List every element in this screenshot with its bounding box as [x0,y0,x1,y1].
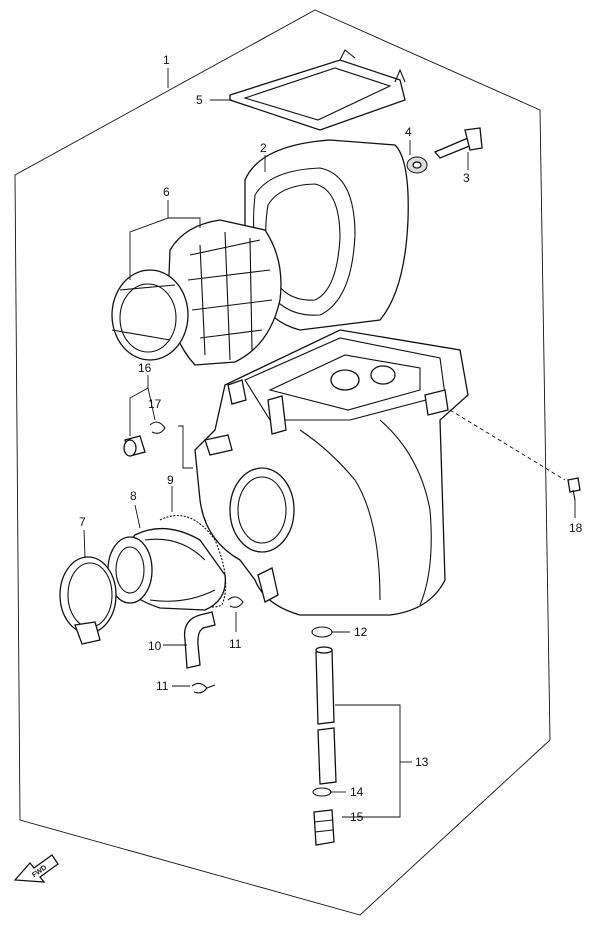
part-16-fitting [123,435,146,457]
label-part-7: 7 [79,515,86,529]
label-part-12: 12 [354,625,368,639]
label-part-16: 16 [138,361,152,375]
part-1-housing [194,329,469,616]
label-part-4: 4 [405,125,412,139]
label-part-15: 15 [350,810,364,824]
part-5-plate [229,49,406,131]
label-part-5: 5 [196,93,203,107]
part-14-clip [312,787,332,797]
leader-lines [83,68,576,818]
label-part-1: 1 [163,53,170,67]
label-part-11a: 11 [229,637,242,651]
part-11b-clip [191,682,216,694]
part-12-clip [311,626,333,638]
part-15-plug [313,809,335,846]
part-18-screw [567,477,581,501]
fwd-arrow-icon: FWD [13,854,59,883]
label-part-8: 8 [130,489,137,503]
part-3-bolt [433,127,483,159]
assembly-boundary [14,9,551,916]
part-7-clamp [59,556,117,645]
label-part-14: 14 [350,785,364,799]
label-part-13: 13 [415,755,429,769]
label-part-9: 9 [167,473,174,487]
part-17-clip [149,421,166,434]
part-6-filter-cage [111,219,282,366]
part-8-intake-boot [107,527,226,611]
part-10-hose [183,611,216,669]
label-part-6: 6 [163,185,170,199]
part-4-nut [406,156,428,174]
part-13-drain-tube [315,646,337,785]
label-part-3: 3 [463,171,470,185]
part-11a-clip [227,596,244,608]
label-part-2: 2 [260,141,267,155]
label-part-10: 10 [148,639,162,653]
label-part-17: 17 [148,397,162,411]
label-part-18: 18 [569,521,583,535]
label-part-11b: 11 [156,679,169,693]
